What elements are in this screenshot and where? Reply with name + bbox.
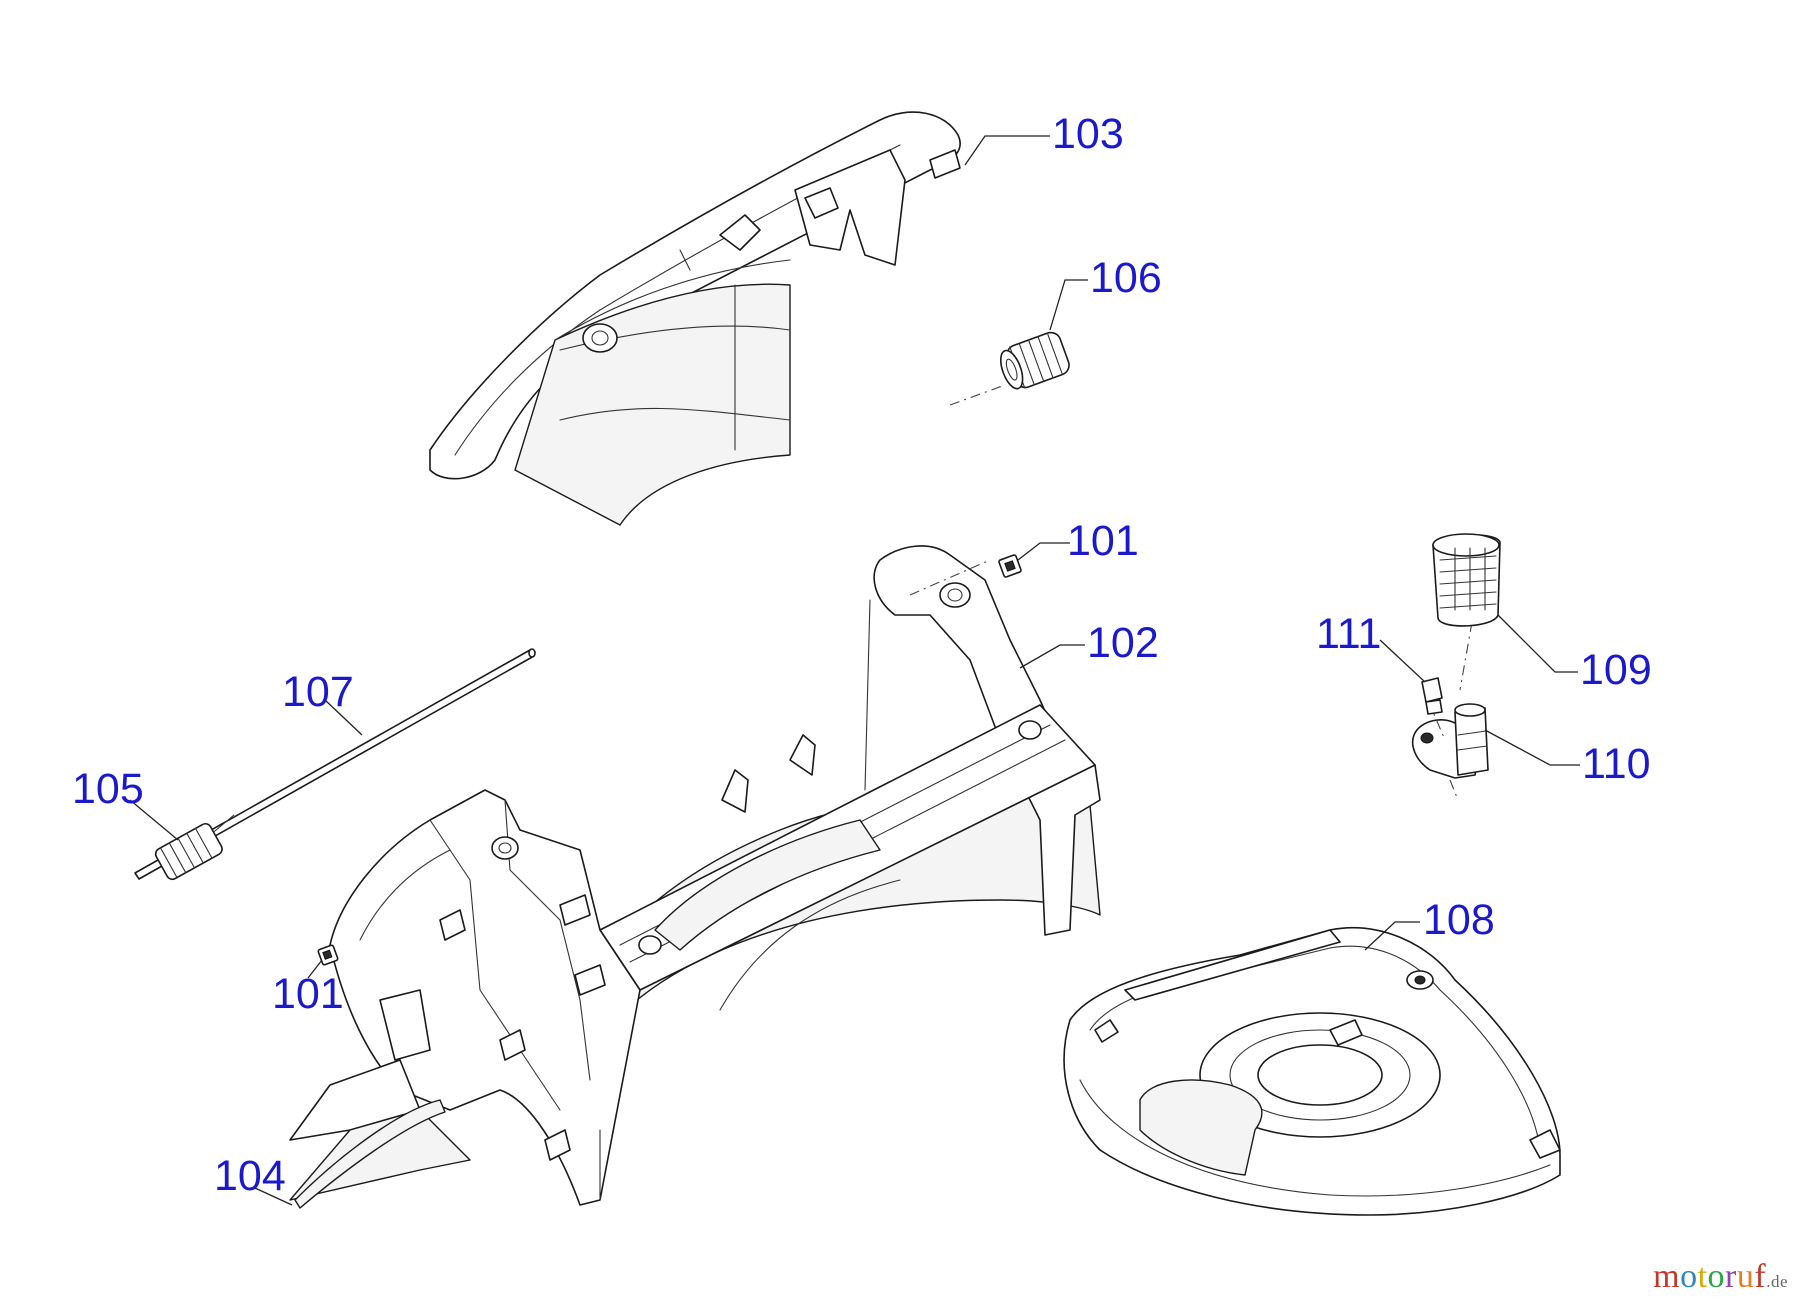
part-102-housing-frame xyxy=(289,545,1101,1206)
callout-107: 107 xyxy=(282,668,354,716)
watermark-letter: f xyxy=(1754,1258,1767,1295)
callout-109: 109 xyxy=(1580,646,1652,694)
watermark-letter: u xyxy=(1736,1258,1755,1295)
watermark-tld: .de xyxy=(1766,1272,1788,1291)
part-105-torsion-spring xyxy=(154,814,235,881)
leader-102 xyxy=(1019,644,1085,669)
watermark-name: motoruf xyxy=(1653,1258,1766,1295)
part-108-deck xyxy=(1063,926,1561,1216)
leader-101-upper xyxy=(1017,542,1070,561)
part-109-knob xyxy=(1432,533,1501,691)
part-107-rod xyxy=(134,648,536,880)
callout-labels: 103 106 101 102 107 105 101 104 108 109 … xyxy=(72,110,1652,1200)
leader-109 xyxy=(1497,614,1578,673)
callout-110: 110 xyxy=(1582,740,1651,788)
leader-104 xyxy=(254,1187,293,1206)
watermark-letter: o xyxy=(1707,1258,1726,1295)
watermark-letter: t xyxy=(1697,1258,1708,1295)
watermark-letter: m xyxy=(1653,1258,1681,1295)
leader-lines xyxy=(129,135,1580,1206)
part-104-flap-plate xyxy=(294,1099,446,1209)
callout-108: 108 xyxy=(1423,896,1495,944)
leader-110 xyxy=(1484,729,1580,766)
callout-101-upper: 101 xyxy=(1067,517,1139,565)
part-111-screw xyxy=(1421,677,1446,741)
watermark-letter: o xyxy=(1680,1258,1698,1295)
callout-103: 103 xyxy=(1052,110,1124,158)
callout-111: 111 xyxy=(1316,610,1381,658)
part-106-spring xyxy=(949,331,1070,406)
part-110-pivot-fitting xyxy=(1411,703,1489,801)
leader-101-lower xyxy=(307,959,323,979)
callout-102: 102 xyxy=(1087,619,1159,667)
leader-111 xyxy=(1379,639,1426,683)
leader-107 xyxy=(324,699,363,736)
part-101-nut-upper xyxy=(909,554,1022,596)
leader-108 xyxy=(1364,921,1420,951)
watermark-logo: motoruf.de xyxy=(1653,1258,1788,1296)
leader-106 xyxy=(1049,279,1088,331)
leader-103 xyxy=(964,135,1050,166)
callout-106: 106 xyxy=(1090,254,1162,302)
leader-105 xyxy=(129,799,179,841)
callout-105: 105 xyxy=(72,765,144,813)
callout-104: 104 xyxy=(214,1152,286,1200)
watermark-letter: r xyxy=(1725,1258,1737,1295)
part-101-nut-lower xyxy=(317,944,339,966)
part-103-rear-flap xyxy=(429,111,961,526)
callout-101-lower: 101 xyxy=(272,970,344,1018)
